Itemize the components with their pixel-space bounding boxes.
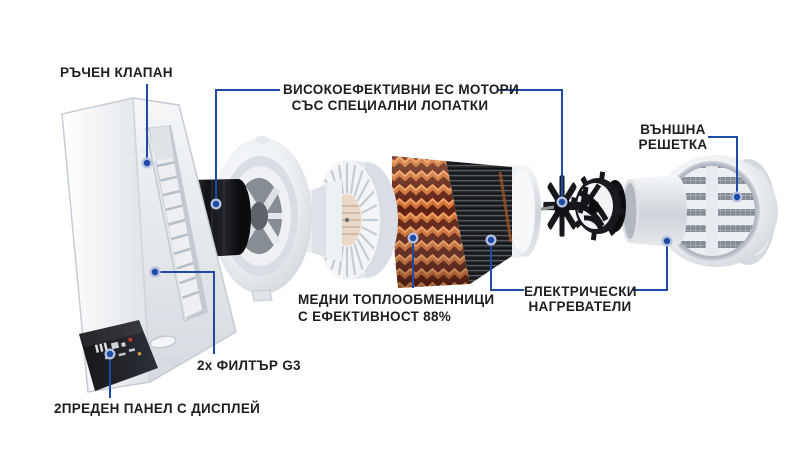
- copper-heat-exchanger-part: [391, 156, 470, 288]
- electric-heater-impeller-part: [535, 175, 581, 237]
- label-text: РЕШЕТКА: [638, 137, 708, 152]
- duct-tube-part: [621, 175, 687, 247]
- panel-latch-button: [149, 335, 177, 349]
- label-text: 2x ФИЛТЪР G3: [197, 358, 301, 373]
- label-manual-valve: РЪЧЕН КЛАПАН: [60, 64, 173, 81]
- label-text: НАГРЕВАТЕЛИ: [528, 299, 632, 314]
- hx-end-cap-part: [508, 165, 541, 258]
- display-panel: [79, 320, 158, 391]
- fan-wheel-part: [570, 171, 626, 241]
- label-text: ВЪНШНА: [640, 122, 706, 137]
- label-electric-heaters: ЕЛЕКТРИЧЕСКИ НАГРЕВАТЕЛИ: [524, 284, 636, 314]
- display-glyphs: [94, 337, 142, 360]
- connector-dot: [661, 235, 673, 247]
- connector-dots: [104, 157, 743, 360]
- label-filters: 2x ФИЛТЪР G3: [197, 357, 301, 374]
- label-text: МЕДНИ ТОПЛООБМЕННИЦИ: [298, 292, 495, 307]
- vent-slot: [145, 125, 208, 322]
- label-external-grille: ВЪНШНА РЕШЕТКА: [637, 122, 709, 152]
- label-ec-motors: ВИСОКОЕФЕКТИВНИ EC МОТОРИ СЪС СПЕЦИАЛНИ …: [283, 82, 519, 114]
- connector-dot: [141, 157, 153, 169]
- label-text: ЕЛЕКТРИЧЕСКИ: [524, 284, 637, 299]
- connector-dot: [149, 266, 161, 278]
- connector-dot: [210, 198, 222, 210]
- connector-dot: [104, 348, 116, 360]
- connector-dot: [485, 234, 497, 246]
- label-text: С ЕФЕКТИВНОСТ 88%: [298, 309, 452, 324]
- label-text: РЪЧЕН КЛАПАН: [60, 65, 173, 80]
- wall-unit-part: [61, 97, 237, 393]
- connector-dot: [556, 196, 568, 208]
- label-text: СЪС СПЕЦИАЛНИ ЛОПАТКИ: [291, 98, 489, 113]
- hx-dark-section: [446, 161, 513, 284]
- label-copper-heat-exchangers: МЕДНИ ТОПЛООБМЕННИЦИ С ЕФЕКТИВНОСТ 88%: [298, 291, 494, 325]
- connector-dot: [731, 191, 743, 203]
- connector-lines: [109, 84, 738, 398]
- connector-dot: [407, 232, 419, 244]
- label-text: ВИСОКОЕФЕКТИВНИ EC МОТОРИ: [283, 82, 519, 97]
- label-front-panel: 2ПРЕДЕН ПАНЕЛ С ДИСПЛЕЙ: [54, 400, 260, 417]
- label-text: 2ПРЕДЕН ПАНЕЛ С ДИСПЛЕЙ: [54, 401, 261, 416]
